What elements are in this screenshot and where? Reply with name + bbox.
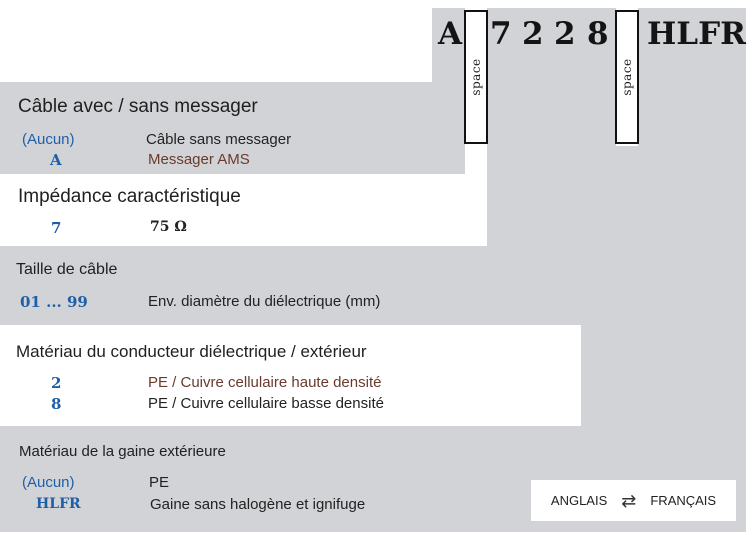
section-title-size: Taille de câble (16, 261, 118, 278)
connector-block-8 (581, 8, 616, 146)
option-desc: Câble sans messager (146, 131, 292, 148)
code-char-2b: 2 (554, 16, 576, 52)
section-title-messenger: Câble avec / sans messager (18, 96, 258, 117)
code-char-a: A (438, 16, 463, 52)
code-char-8: 8 (587, 16, 609, 52)
option-code: 2 (51, 374, 62, 392)
connector-block-hlfr (638, 8, 746, 426)
space-label: space (469, 58, 483, 96)
option-desc: Env. diamètre du diélectrique (mm) (148, 293, 381, 310)
connector-block-7 (487, 8, 515, 246)
option-code: A (50, 151, 62, 169)
space-box-1: space (464, 10, 488, 144)
option-code: 7 (51, 219, 62, 237)
option-code: (Aucun) (22, 474, 75, 491)
section-title-dielectric: Matériau du conducteur diélectrique / ex… (16, 342, 367, 361)
option-desc: PE (149, 474, 170, 491)
connector-block-8-lower (581, 146, 638, 426)
space-label: space (620, 58, 634, 96)
language-left-label: ANGLAIS (550, 493, 608, 508)
option-desc: PE / Cuivre cellulaire haute densité (148, 374, 382, 391)
code-char-7: 7 (490, 16, 512, 52)
option-code: 01 ... 99 (20, 293, 88, 311)
language-right-label: FRANÇAIS (650, 493, 717, 508)
connector-block-22 (515, 8, 581, 246)
option-code: (Aucun) (22, 131, 75, 148)
option-code: 8 (51, 395, 62, 413)
space-box-2: space (615, 10, 639, 144)
section-bg-messenger (0, 82, 465, 174)
code-char-2a: 2 (522, 16, 544, 52)
code-char-hlfr: HLFR (647, 16, 746, 52)
option-desc: PE / Cuivre cellulaire basse densité (148, 395, 384, 412)
connector-block-a (432, 8, 465, 82)
option-desc: 75 Ω (150, 219, 187, 235)
section-title-jacket: Matériau de la gaine extérieure (19, 443, 226, 460)
language-toggle-button[interactable]: ANGLAIS ⇄ FRANÇAIS (531, 480, 736, 521)
section-bg-size (0, 246, 581, 325)
swap-arrows-icon: ⇄ (621, 490, 637, 511)
option-code: HLFR (36, 496, 81, 512)
option-desc: Messager AMS (148, 151, 250, 168)
section-title-impedance: Impédance caractéristique (18, 186, 241, 207)
option-desc: Gaine sans halogène et ignifuge (150, 496, 366, 513)
